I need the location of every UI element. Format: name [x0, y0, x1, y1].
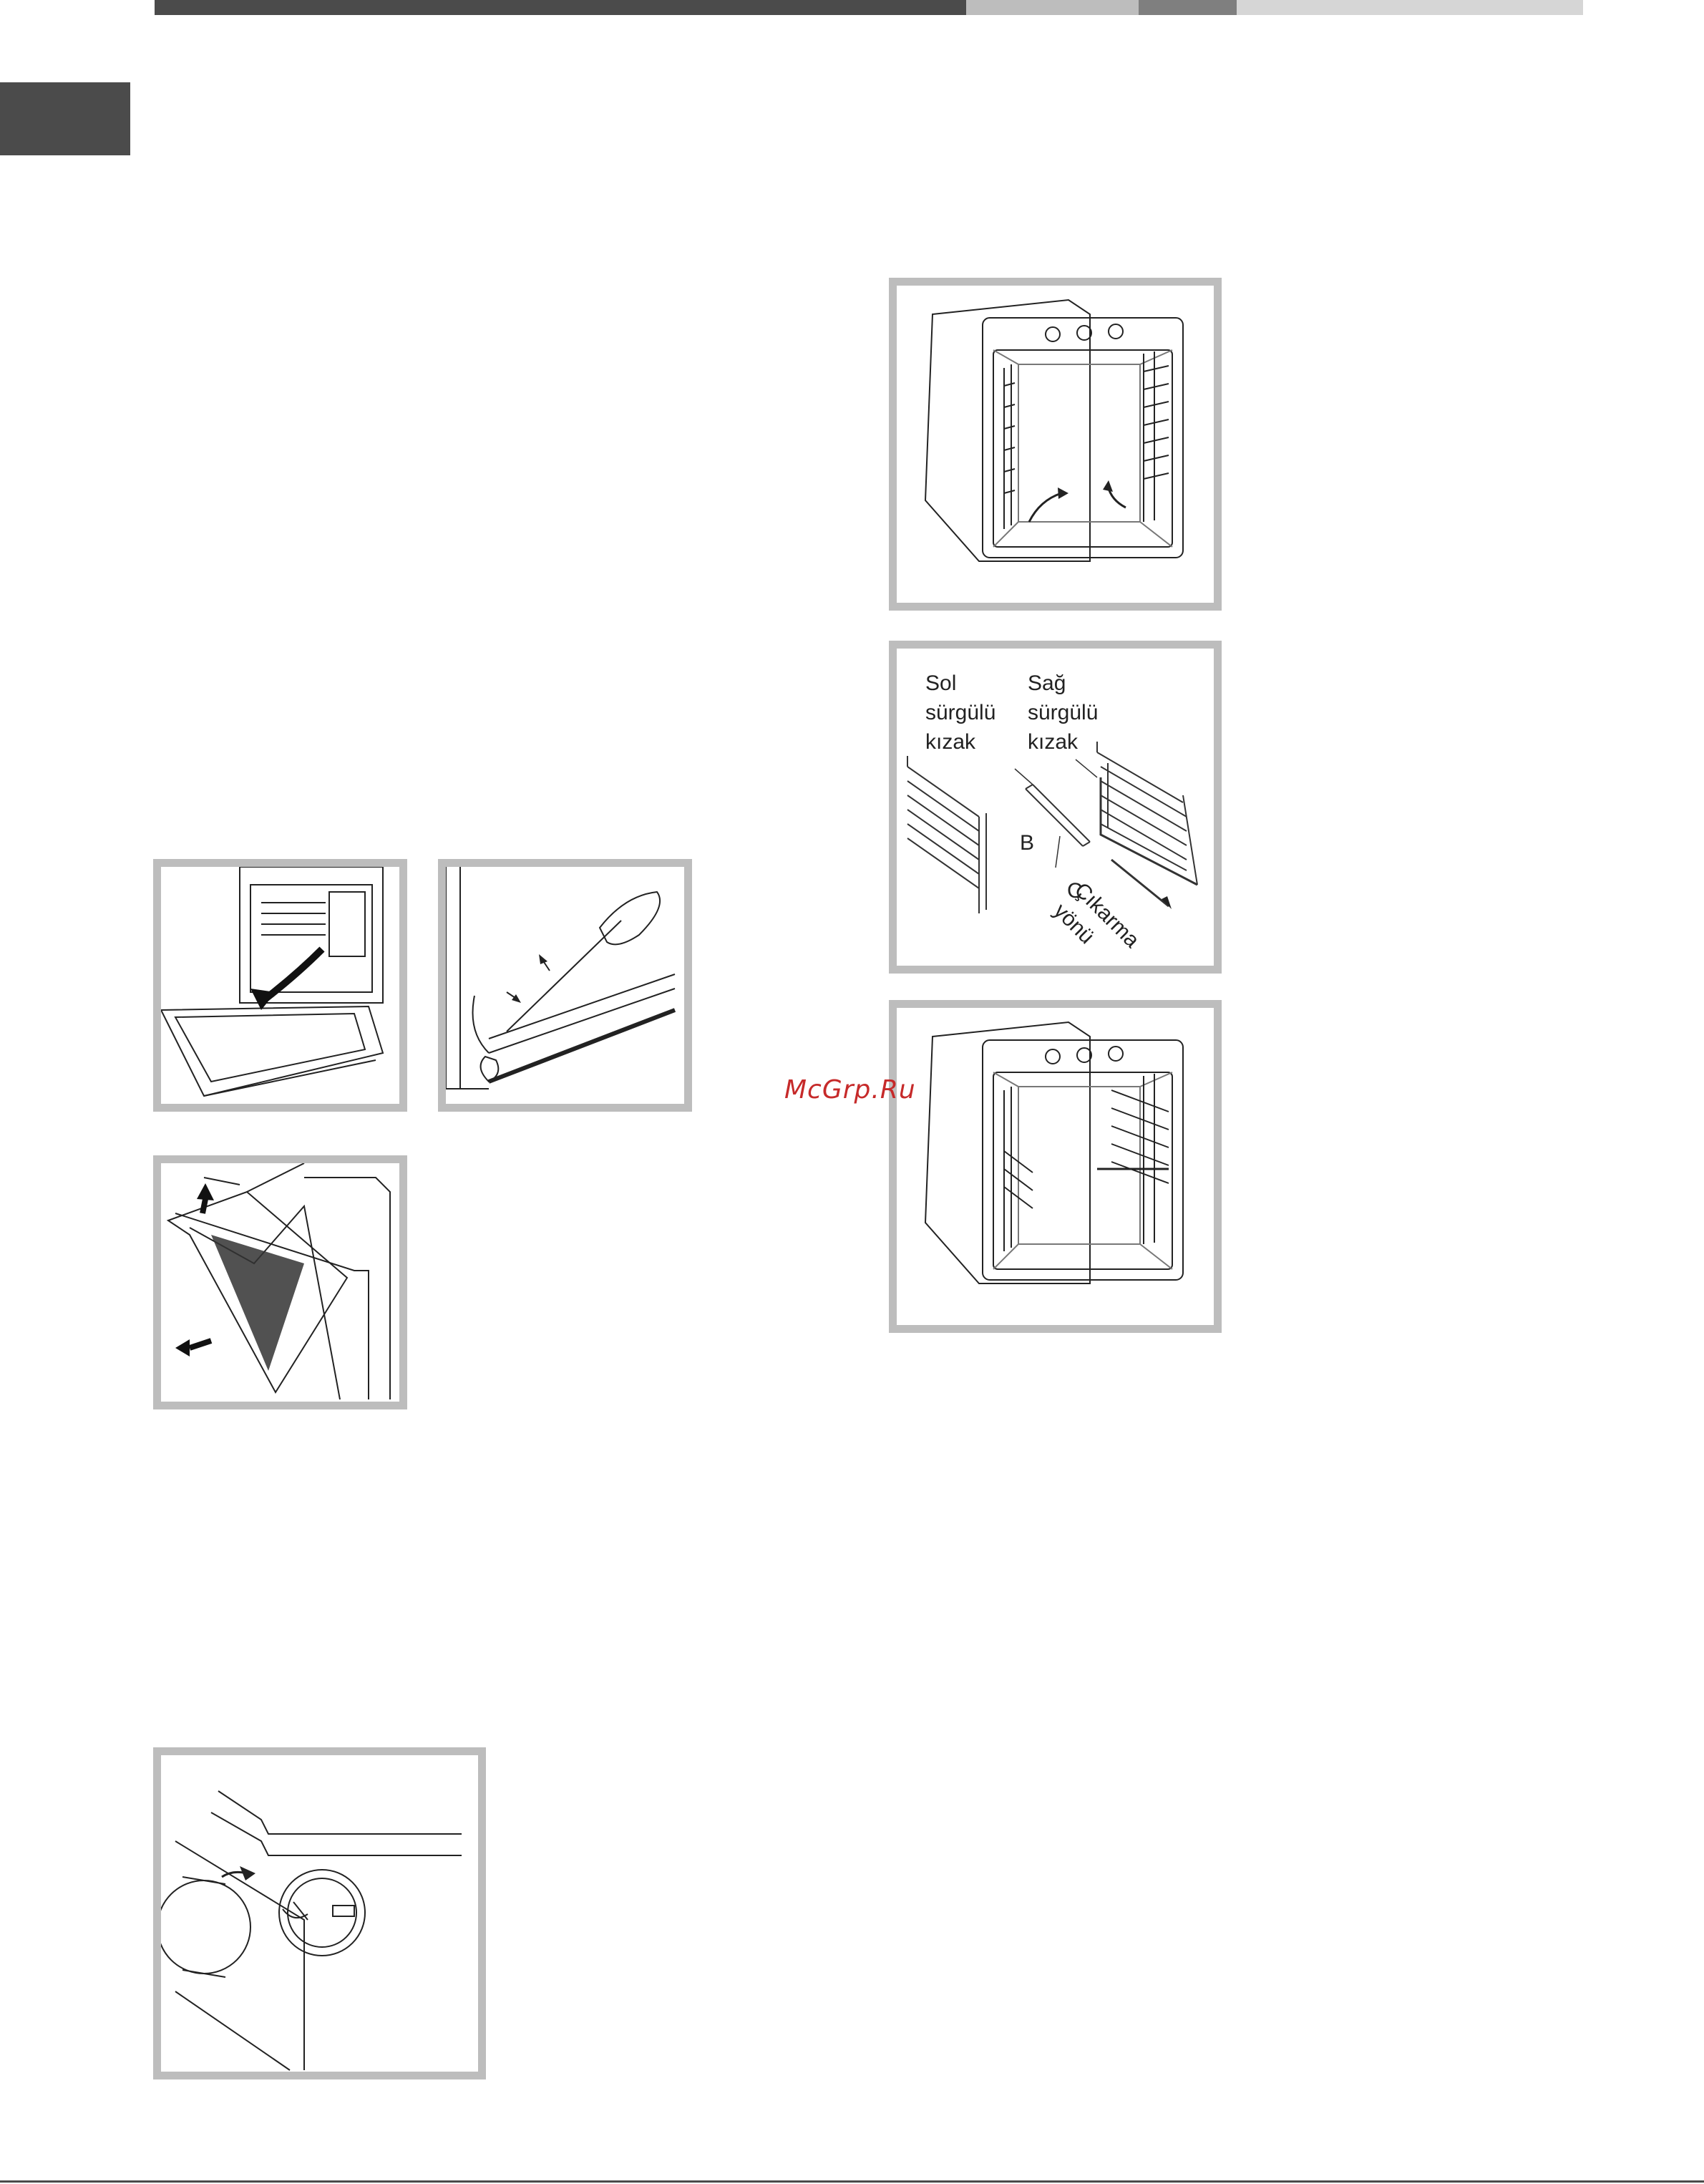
- figure-lamp-cover: [153, 1747, 486, 2079]
- header-bar-light: [966, 0, 1139, 15]
- figure-sliding-rails: Sol sürgülü kızak Sağ sürgülü kızak B C …: [889, 641, 1222, 974]
- figure-door-lift: [153, 1155, 407, 1409]
- right-rail-label: Sağ sürgülü kızak: [1028, 669, 1098, 757]
- figure-door-open: [153, 859, 407, 1112]
- door-open-illustration: [161, 867, 399, 1104]
- header-bar-pale: [1237, 0, 1583, 15]
- hinge-illustration: [446, 867, 684, 1104]
- footer-rule: [0, 2180, 1704, 2183]
- figure-oven-rails-removal: [889, 278, 1222, 611]
- label-b: B: [1020, 828, 1034, 858]
- oven-illustration-2: [897, 1008, 1214, 1325]
- left-rail-label: Sol sürgülü kızak: [925, 669, 995, 757]
- oven-illustration: [897, 286, 1214, 603]
- lamp-illustration: [161, 1755, 478, 2072]
- watermark: McGrp.Ru: [784, 1075, 916, 1105]
- header-bar-mid: [1139, 0, 1237, 15]
- figure-hinge-screwdriver: [438, 859, 692, 1112]
- door-lift-illustration: [161, 1163, 399, 1402]
- header-bar-dark: [155, 0, 966, 15]
- section-tab: [0, 82, 130, 155]
- figure-oven-rails-mounted: [889, 1000, 1222, 1333]
